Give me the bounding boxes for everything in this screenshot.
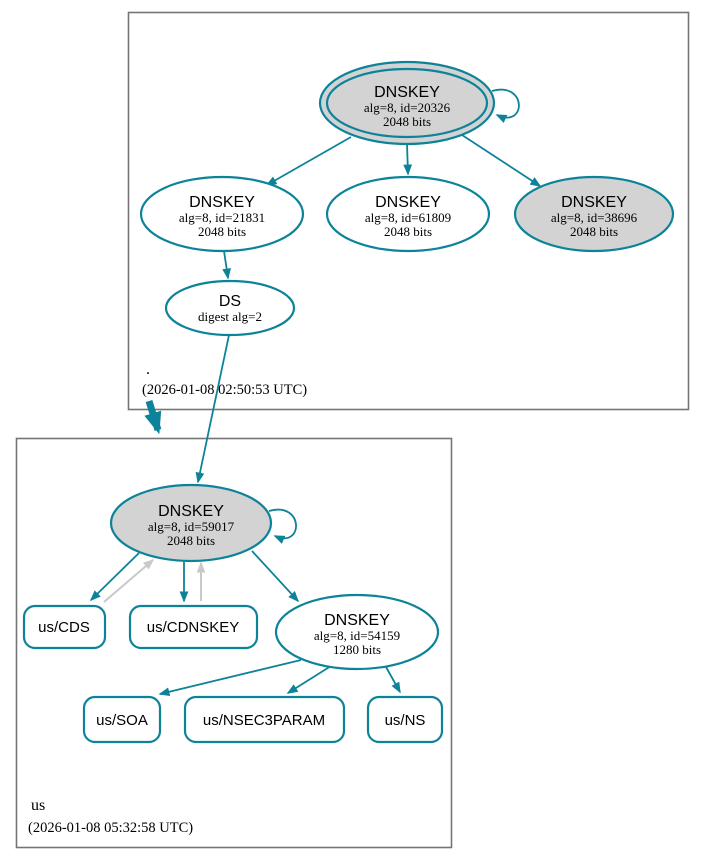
rrset-ns-rect — [366, 695, 444, 744]
dnskey-38696-bits: 2048 bits — [570, 224, 618, 239]
dnskey-61809-ellipse — [325, 175, 491, 253]
rrset-soa-label: us/SOA — [96, 712, 148, 729]
rrset-cds-label: us/CDS — [38, 619, 90, 636]
dnskey-59017-bits: 2048 bits — [167, 533, 215, 548]
edge-cds-to-ksk59017 — [103, 558, 155, 603]
dnskey-node-59017[interactable]: DNSKEY alg=8, id=59017 2048 bits — [109, 483, 273, 563]
rrset-cds-rect — [22, 604, 107, 650]
edge-zsk21831-to-ds — [222, 250, 231, 280]
dnskey-61809-detail: alg=8, id=61809 — [365, 210, 451, 225]
rrset-node-us-cdnskey[interactable]: us/CDNSKEY — [128, 604, 259, 650]
edge-ksk20326-to-key38696 — [461, 134, 542, 187]
rrset-nsec3param-label: us/NSEC3PARAM — [203, 712, 325, 729]
dnskey-node-21831[interactable]: DNSKEY alg=8, id=21831 2048 bits — [139, 175, 305, 253]
ds-node-root[interactable]: DS digest alg=2 — [164, 279, 296, 337]
edge-ksk59017-to-zsk54159 — [251, 550, 300, 603]
dnskey-21831-bits: 2048 bits — [198, 224, 246, 239]
edge-ksk20326-to-zsk21831 — [265, 136, 352, 186]
dnskey-node-61809[interactable]: DNSKEY alg=8, id=61809 2048 bits — [325, 175, 491, 253]
dnskey-21831-detail: alg=8, id=21831 — [179, 210, 265, 225]
dnskey-61809-title: DNSKEY — [375, 194, 441, 211]
dnskey-node-54159[interactable]: DNSKEY alg=8, id=54159 1280 bits — [274, 593, 440, 671]
dnskey-54159-ellipse — [274, 593, 440, 671]
rrset-nsec3param-rect — [183, 695, 346, 744]
ds-detail: digest alg=2 — [198, 309, 262, 324]
zone-label-root: . — [146, 361, 150, 378]
rrset-ns-label: us/NS — [385, 712, 426, 729]
rrset-node-us-nsec3param[interactable]: us/NSEC3PARAM — [183, 695, 346, 744]
dnskey-59017-detail: alg=8, id=59017 — [148, 519, 235, 534]
dnskey-21831-title: DNSKEY — [189, 194, 255, 211]
dnskey-54159-bits: 1280 bits — [333, 642, 381, 657]
edge-ksk20326-to-zsk61809 — [403, 143, 413, 176]
rrset-cdnskey-label: us/CDNSKEY — [147, 619, 240, 636]
dnskey-38696-ellipse — [513, 175, 675, 253]
dnskey-61809-bits: 2048 bits — [384, 224, 432, 239]
zone-timestamp-root: (2026-01-08 02:50:53 UTC) — [142, 382, 307, 398]
zone-label-us: us — [31, 797, 45, 814]
dnskey-59017-title: DNSKEY — [158, 503, 224, 520]
dnskey-54159-detail: alg=8, id=54159 — [314, 628, 400, 643]
edge-ksk59017-self-loop — [268, 508, 297, 544]
edge-ksk20326-self-loop — [491, 88, 520, 123]
dnskey-21831-ellipse — [139, 175, 305, 253]
rrset-node-us-cds[interactable]: us/CDS — [22, 604, 107, 650]
dnskey-20326-inner-ellipse — [325, 67, 489, 139]
rrset-node-us-soa[interactable]: us/SOA — [82, 695, 162, 744]
ds-ellipse — [164, 279, 296, 337]
dnskey-20326-detail: alg=8, id=20326 — [364, 100, 451, 115]
edge-ksk59017-to-cds — [89, 552, 140, 602]
dnskey-20326-title: DNSKEY — [374, 84, 440, 101]
dnskey-38696-title: DNSKEY — [561, 194, 627, 211]
edge-ds-to-ksk59017 — [195, 334, 230, 484]
edge-delegation-root-to-us — [144, 399, 162, 435]
dnskey-node-20326[interactable]: DNSKEY alg=8, id=20326 2048 bits — [318, 60, 496, 146]
dnskey-38696-detail: alg=8, id=38696 — [551, 210, 638, 225]
edge-zsk54159-to-soa — [158, 659, 302, 697]
zone-timestamp-us: (2026-01-08 05:32:58 UTC) — [28, 820, 193, 836]
dnskey-20326-bits: 2048 bits — [383, 114, 431, 129]
dnskey-54159-title: DNSKEY — [324, 612, 390, 629]
rrset-node-us-ns[interactable]: us/NS — [366, 695, 444, 744]
edge-zsk54159-to-nsec3param — [286, 665, 332, 694]
ds-title: DS — [219, 293, 241, 310]
edge-zsk54159-to-ns — [385, 666, 401, 694]
rrset-soa-rect — [82, 695, 162, 744]
rrset-cdnskey-rect — [128, 604, 259, 650]
dnskey-node-38696[interactable]: DNSKEY alg=8, id=38696 2048 bits — [513, 175, 675, 253]
dnskey-59017-ellipse — [109, 483, 273, 563]
